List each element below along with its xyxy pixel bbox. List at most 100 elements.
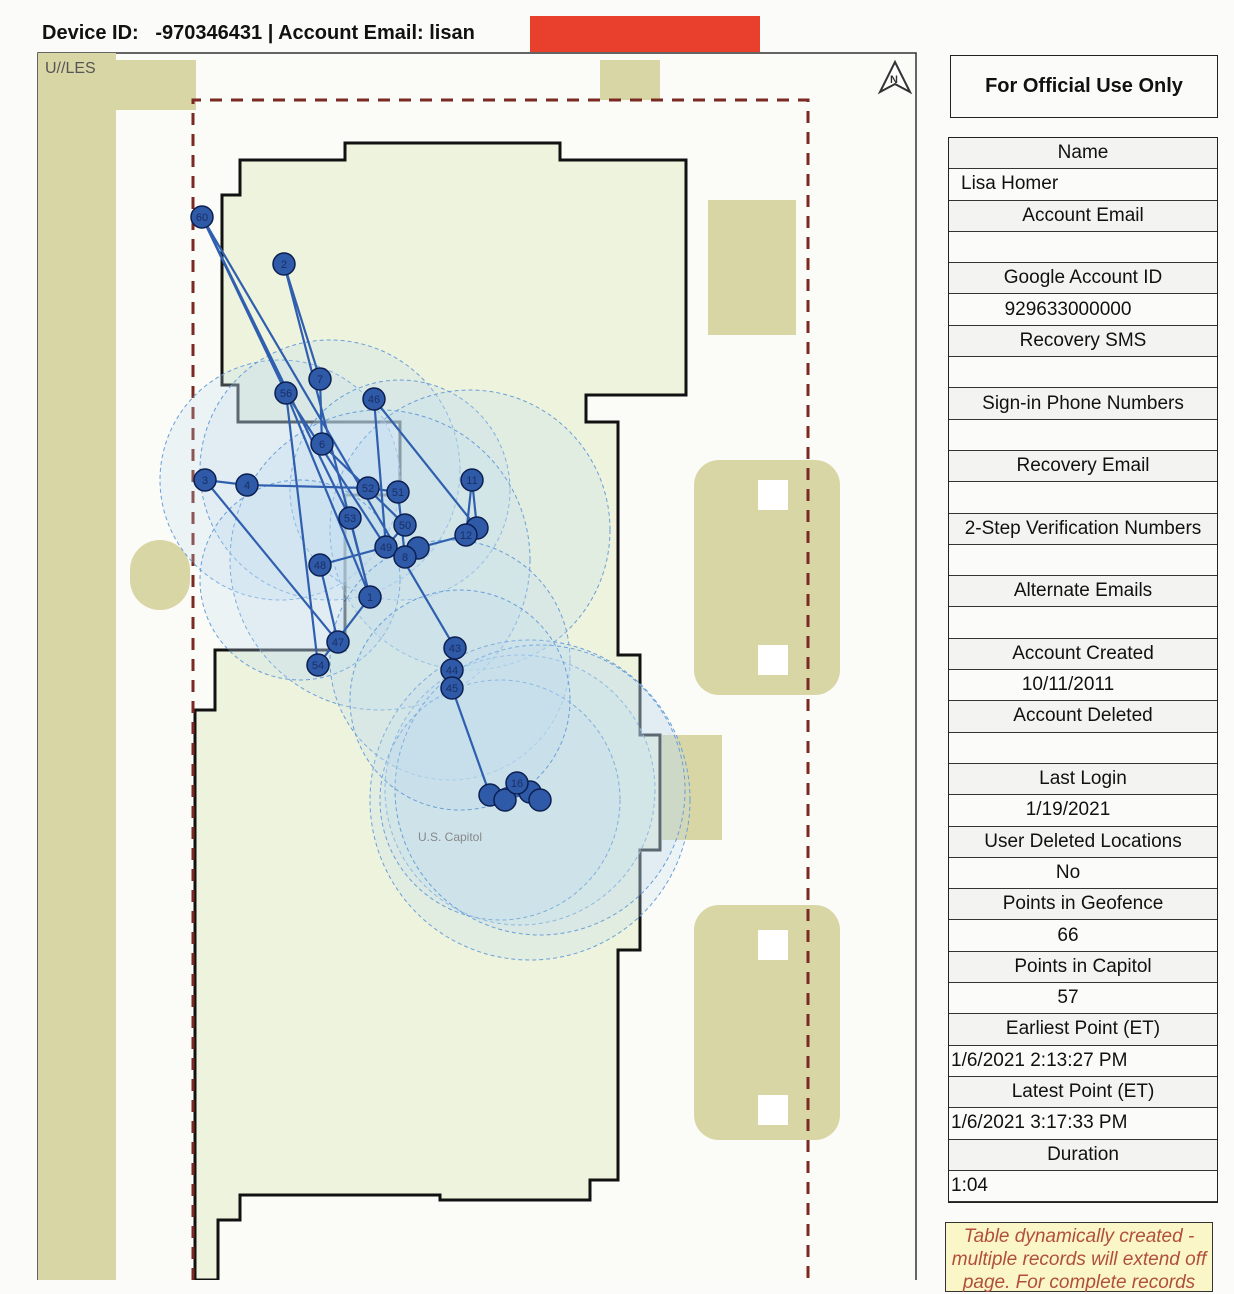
- field-label: Recovery Email: [949, 450, 1217, 483]
- point-label: 45: [446, 683, 458, 695]
- location-point[interactable]: 2: [272, 252, 296, 276]
- location-point[interactable]: 46: [362, 387, 386, 411]
- field-value: 66: [949, 920, 1217, 952]
- point-label: 8: [402, 552, 408, 564]
- point-label: 11: [466, 475, 477, 487]
- point-marker[interactable]: [460, 468, 484, 492]
- point-marker[interactable]: [272, 252, 296, 276]
- document-header: Device ID: -970346431 | Account Email: l…: [42, 22, 475, 44]
- point-label: 48: [314, 560, 326, 572]
- point-label: 54: [312, 660, 324, 672]
- point-label: 53: [344, 513, 356, 525]
- field-label: Points in Geofence: [949, 889, 1217, 921]
- geofence-boundary: [191, 98, 810, 1280]
- location-point[interactable]: 50: [393, 513, 417, 537]
- point-marker[interactable]: [190, 205, 214, 229]
- point-label: 43: [449, 643, 461, 655]
- field-value: 1/19/2021: [949, 795, 1217, 827]
- point-marker[interactable]: [393, 545, 417, 569]
- point-marker[interactable]: [393, 513, 417, 537]
- field-label: Sign-in Phone Numbers: [949, 388, 1217, 420]
- point-marker[interactable]: [358, 585, 382, 609]
- location-point[interactable]: 7: [308, 367, 332, 391]
- point-marker[interactable]: [454, 523, 478, 547]
- location-point[interactable]: 1: [358, 585, 382, 609]
- point-marker[interactable]: [306, 653, 330, 677]
- point-marker[interactable]: [386, 480, 410, 504]
- location-point[interactable]: 45: [440, 676, 464, 700]
- point-marker[interactable]: [505, 771, 529, 795]
- point-marker[interactable]: [338, 506, 362, 530]
- location-point[interactable]: [493, 788, 517, 812]
- classification-marking: U//LES: [45, 60, 96, 77]
- field-value: No: [949, 858, 1217, 890]
- field-value: [949, 733, 1217, 764]
- field-label: Recovery SMS: [949, 325, 1217, 358]
- point-label: 7: [317, 374, 323, 386]
- point-marker[interactable]: [362, 387, 386, 411]
- location-point[interactable]: [528, 788, 552, 812]
- location-point[interactable]: 44: [440, 658, 464, 682]
- capitol-outline: [193, 141, 688, 1280]
- field-value: [949, 420, 1217, 451]
- location-point[interactable]: 56: [274, 381, 298, 405]
- field-value: 10/11/2011: [949, 670, 1217, 702]
- accuracy-radius: [159, 359, 401, 601]
- location-point[interactable]: 12: [454, 523, 478, 547]
- point-marker[interactable]: [308, 367, 332, 391]
- field-label: Account Created: [949, 638, 1217, 671]
- field-label: 2-Step Verification Numbers: [949, 513, 1217, 545]
- point-label: 50: [399, 520, 411, 532]
- accuracy-radius: [199, 479, 401, 681]
- location-point[interactable]: 8: [393, 545, 417, 569]
- field-value: 57: [949, 983, 1217, 1015]
- point-marker[interactable]: [235, 473, 259, 497]
- field-label: Account Email: [949, 200, 1217, 232]
- point-label: 51: [392, 487, 404, 499]
- point-label: 4: [244, 480, 250, 492]
- point-marker[interactable]: [374, 535, 398, 559]
- field-label: Last Login: [949, 763, 1217, 796]
- field-label: Points in Capitol: [949, 951, 1217, 984]
- point-label: 47: [332, 637, 344, 649]
- point-marker[interactable]: [326, 630, 350, 654]
- point-marker[interactable]: [193, 468, 217, 492]
- location-point[interactable]: 6: [310, 432, 334, 456]
- location-point[interactable]: 52: [356, 476, 380, 500]
- svg-text:N: N: [890, 74, 898, 86]
- redaction-bar: [530, 16, 760, 52]
- point-marker[interactable]: [440, 676, 464, 700]
- location-point[interactable]: 43: [443, 636, 467, 660]
- location-point[interactable]: 11: [460, 468, 484, 492]
- location-point[interactable]: 53: [338, 506, 362, 530]
- field-value: Lisa Homer: [949, 169, 1217, 201]
- field-label: Name: [949, 138, 1217, 170]
- field-value: 1:04: [949, 1171, 1217, 1203]
- field-label: User Deleted Locations: [949, 826, 1217, 858]
- point-label: 60: [196, 212, 208, 224]
- point-label: 56: [280, 388, 292, 400]
- location-point[interactable]: 48: [308, 553, 332, 577]
- location-point[interactable]: 3: [193, 468, 217, 492]
- location-point[interactable]: 54: [306, 653, 330, 677]
- point-marker[interactable]: [308, 553, 332, 577]
- point-marker[interactable]: [310, 432, 334, 456]
- field-label: Latest Point (ET): [949, 1076, 1217, 1109]
- field-label: Account Deleted: [949, 701, 1217, 733]
- point-marker[interactable]: [356, 476, 380, 500]
- map-place-label: U.S. Capitol: [418, 830, 483, 844]
- location-point[interactable]: 51: [386, 480, 410, 504]
- location-point[interactable]: 49: [374, 535, 398, 559]
- location-point[interactable]: 60: [190, 205, 214, 229]
- north-arrow-icon: N: [877, 59, 913, 95]
- point-marker[interactable]: [274, 381, 298, 405]
- point-marker[interactable]: [528, 788, 552, 812]
- point-label: 46: [368, 394, 380, 406]
- location-point[interactable]: 47: [326, 630, 350, 654]
- location-point[interactable]: 4: [235, 473, 259, 497]
- location-point[interactable]: 16: [505, 771, 529, 795]
- point-label: 6: [319, 439, 325, 451]
- point-marker[interactable]: [493, 788, 517, 812]
